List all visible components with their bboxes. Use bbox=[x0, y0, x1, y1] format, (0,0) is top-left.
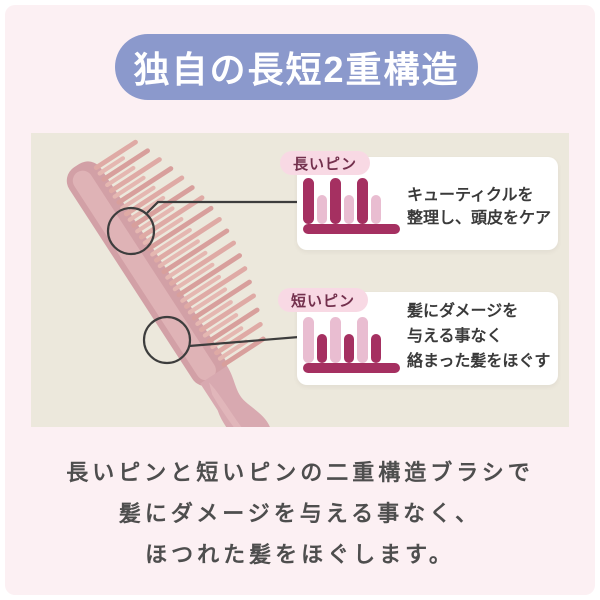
short-pins-desc-line3: 絡まった髪をほぐす bbox=[407, 353, 551, 370]
short-pins-desc-line1: 髪にダメージを bbox=[407, 303, 519, 320]
pin-bar-short bbox=[343, 195, 354, 224]
pin-bar-tall bbox=[303, 317, 314, 363]
long-pins-description: キューティクルを 整理し、頭皮をケア bbox=[407, 185, 551, 230]
short-pins-label: 短いピン bbox=[291, 292, 356, 310]
header-badge: 独自の長短2重構造 bbox=[115, 34, 478, 100]
long-pins-label-badge: 長いピン bbox=[280, 151, 371, 175]
pin-bar-tall bbox=[330, 178, 341, 224]
pin-bar-tall bbox=[357, 317, 368, 363]
pin-bar-tall bbox=[303, 178, 314, 224]
pin-bar-short bbox=[316, 195, 327, 224]
magnify-circle-short-pins bbox=[142, 315, 192, 365]
brush-handle bbox=[200, 366, 302, 427]
caption-line3: ほつれた髪をほぐします。 bbox=[145, 542, 455, 567]
pin-bar-short bbox=[370, 195, 381, 224]
callout-card-long-pins: キューティクルを 整理し、頭皮をケア bbox=[297, 157, 558, 250]
brush-photo bbox=[66, 139, 302, 427]
short-pins-label-badge: 短いピン bbox=[278, 288, 369, 312]
short-pins-desc-line2: 与える事なく bbox=[407, 328, 503, 345]
short-pins-description: 髪にダメージを 与える事なく 絡まった髪をほぐす bbox=[407, 299, 550, 374]
leader-line-long-pins bbox=[146, 200, 299, 214]
magnify-circle-long-pins bbox=[106, 206, 156, 256]
short-pins-icon bbox=[303, 316, 400, 373]
pin-base-bar bbox=[303, 224, 400, 234]
long-pins-desc-line2: 整理し、頭皮をケア bbox=[407, 209, 552, 227]
long-pins-icon bbox=[303, 177, 400, 234]
pin-base-bar bbox=[303, 363, 400, 373]
long-pins-desc-line1: キューティクルを bbox=[407, 187, 534, 204]
pin-bar-short bbox=[316, 334, 327, 363]
pin-bar-short bbox=[343, 334, 354, 363]
annotations bbox=[106, 200, 300, 365]
brush-handle-highlight bbox=[209, 382, 284, 427]
leader-line-short-pins bbox=[188, 335, 300, 348]
pin-bar-tall bbox=[357, 178, 368, 224]
long-pins-label: 長いピン bbox=[293, 155, 358, 173]
brush bbox=[66, 139, 302, 427]
caption-line1: 長いピンと短いピンの二重構造ブラシで bbox=[66, 460, 534, 485]
pin-bar-short bbox=[370, 334, 381, 363]
header-title: 独自の長短2重構造 bbox=[133, 49, 460, 90]
brush-bristles bbox=[93, 139, 266, 367]
caption-line2: 髪にダメージを与える事なく、 bbox=[118, 501, 482, 526]
pin-bar-tall bbox=[330, 317, 341, 363]
bottom-caption: 長いピンと短いピンの二重構造ブラシで 髪にダメージを与える事なく、 ほつれた髪を… bbox=[0, 452, 600, 575]
